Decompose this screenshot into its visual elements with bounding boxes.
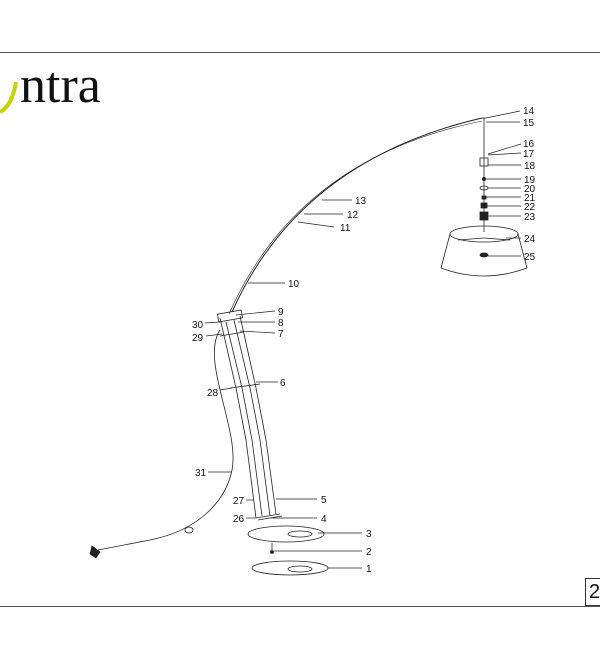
label-6: 6 (280, 378, 286, 389)
shade-left (440, 233, 451, 269)
part-1-base (251, 560, 329, 576)
bottom-rule (0, 606, 600, 607)
label-9: 9 (278, 307, 284, 318)
label-20: 20 (524, 184, 536, 195)
column-right (239, 315, 277, 515)
label-19: 19 (524, 175, 536, 186)
label-24: 24 (524, 234, 536, 245)
part-23-socket (479, 211, 489, 221)
label-28: 28 (207, 388, 219, 399)
label-13: 13 (355, 196, 367, 207)
label-21: 21 (524, 193, 536, 204)
label-22: 22 (524, 202, 536, 213)
label-3: 3 (366, 529, 372, 540)
label-23: 23 (524, 212, 536, 223)
label-25: 25 (524, 252, 536, 263)
label-2: 2 (366, 547, 372, 558)
label-30: 30 (192, 320, 204, 331)
shade-right (517, 233, 528, 269)
label-17: 17 (523, 149, 535, 160)
column-left (219, 317, 257, 519)
part-3-base-plate (247, 525, 325, 543)
arc-arm-inner (228, 120, 483, 315)
page-number: 2 (589, 581, 600, 603)
logo-arc-icon (0, 81, 18, 114)
column-mid-left (225, 321, 263, 517)
cable-switch (184, 526, 194, 534)
label-29: 29 (192, 333, 204, 344)
plug-icon (89, 545, 101, 559)
column-top-cap (217, 309, 243, 323)
part-22-nut (480, 202, 488, 209)
part-25-bulb (479, 252, 489, 258)
label-10: 10 (288, 279, 300, 290)
column-band-29 (219, 331, 245, 337)
shade-spoke-r (483, 237, 511, 241)
shade-bottom (440, 267, 528, 277)
label-8: 8 (278, 318, 284, 329)
page-number-box (585, 578, 600, 606)
label-27: 27 (233, 496, 245, 507)
label-7: 7 (278, 329, 284, 340)
label-14: 14 (523, 106, 535, 117)
label-26: 26 (233, 514, 245, 525)
column-band-28 (229, 383, 261, 389)
part-21-ring (481, 195, 487, 200)
power-cable (97, 329, 234, 551)
shade-spoke-l (457, 237, 485, 241)
part-18-holder (479, 157, 489, 167)
label-16: 16 (523, 139, 535, 150)
logo-text: ntra (20, 57, 101, 114)
label-1: 1 (366, 564, 372, 575)
part-19-nut (481, 176, 486, 181)
top-rule (0, 52, 600, 53)
label-31: 31 (195, 468, 207, 479)
label-11: 11 (340, 223, 351, 234)
brand-logo: ntra (0, 52, 130, 116)
column-mid-right (233, 319, 271, 517)
label-5: 5 (321, 495, 327, 506)
label-15: 15 (523, 118, 535, 129)
column-band-26 (255, 513, 281, 519)
label-4: 4 (321, 514, 327, 525)
label-18: 18 (524, 161, 536, 172)
arc-arm (231, 117, 483, 313)
label-12: 12 (347, 210, 359, 221)
